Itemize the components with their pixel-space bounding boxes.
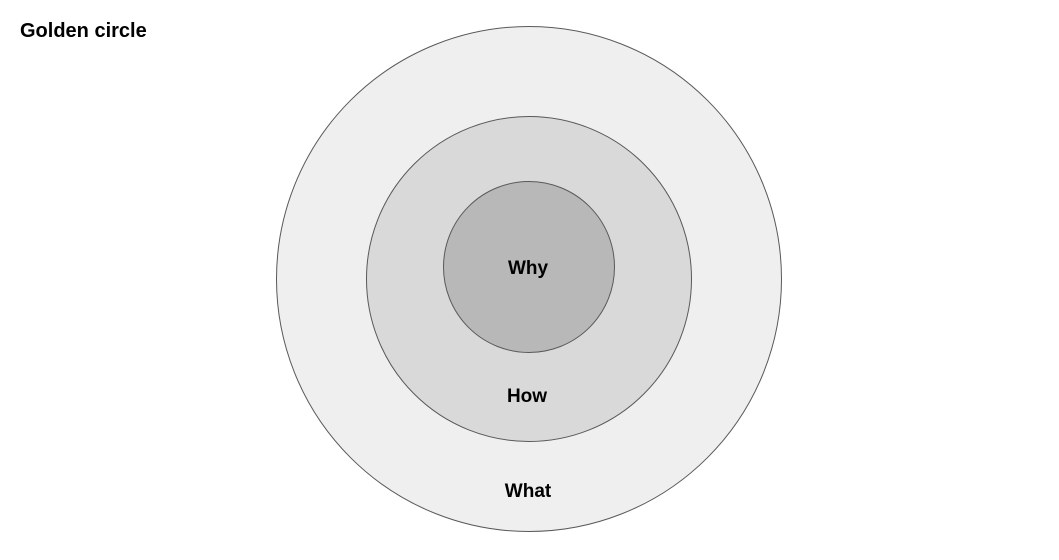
ring-label-why: Why [507,258,549,279]
ring-label-what: What [504,481,552,502]
page-title: Golden circle [20,20,147,42]
ring-label-how: How [506,386,548,407]
ring-why [443,181,615,353]
